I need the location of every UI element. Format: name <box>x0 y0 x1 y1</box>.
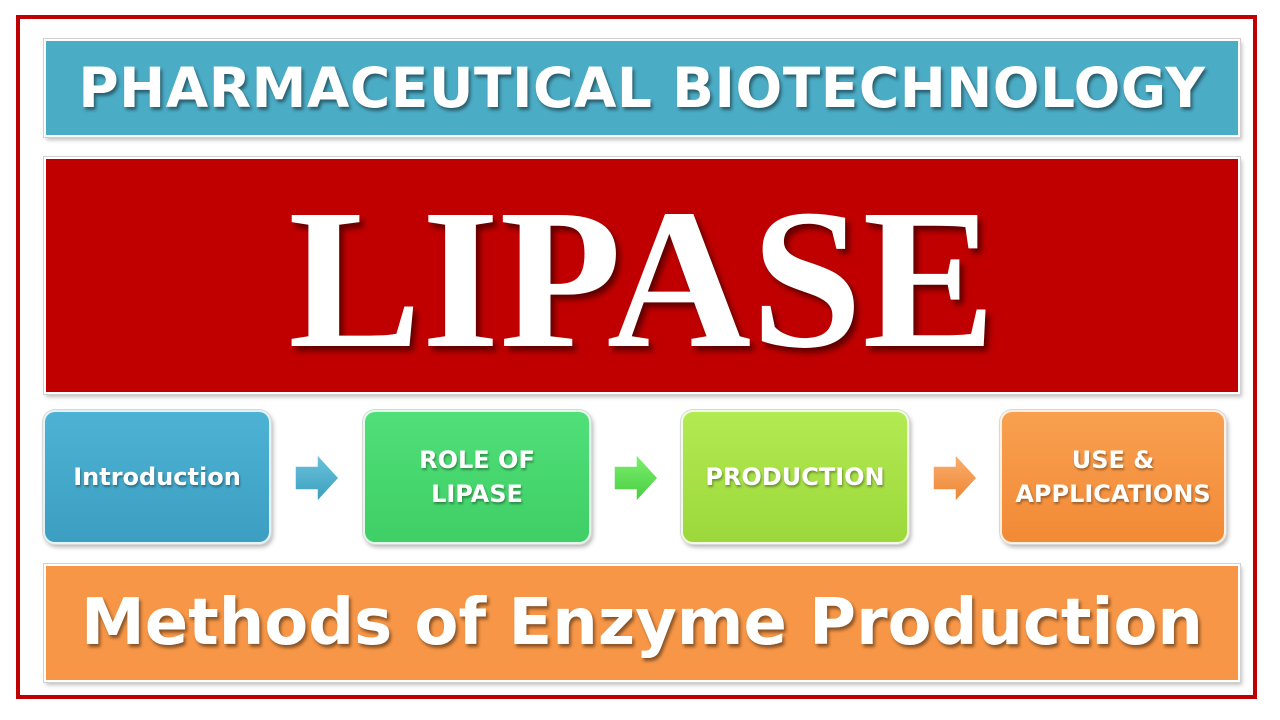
step-label: ROLE OF LIPASE <box>419 446 535 508</box>
step-production: PRODUCTION <box>681 410 909 544</box>
title-banner: LIPASE <box>44 157 1240 394</box>
step-use-and-applications: USE & APPLICATIONS <box>1000 410 1226 544</box>
arrow-right-icon <box>612 452 660 504</box>
arrow-right-icon <box>931 452 979 504</box>
step-label: USE & APPLICATIONS <box>1015 446 1211 508</box>
topic-title: Methods of Enzyme Production <box>81 586 1203 660</box>
step-introduction: Introduction <box>43 410 271 544</box>
topic-banner: Methods of Enzyme Production <box>44 564 1240 682</box>
main-title: LIPASE <box>288 169 996 390</box>
arrow-right-icon <box>293 452 341 504</box>
step-label: Introduction <box>73 463 241 491</box>
subject-banner: PHARMACEUTICAL BIOTECHNOLOGY <box>44 39 1240 137</box>
subject-title: PHARMACEUTICAL BIOTECHNOLOGY <box>78 56 1206 120</box>
step-role-of-lipase: ROLE OF LIPASE <box>363 410 591 544</box>
step-label: PRODUCTION <box>705 463 885 491</box>
